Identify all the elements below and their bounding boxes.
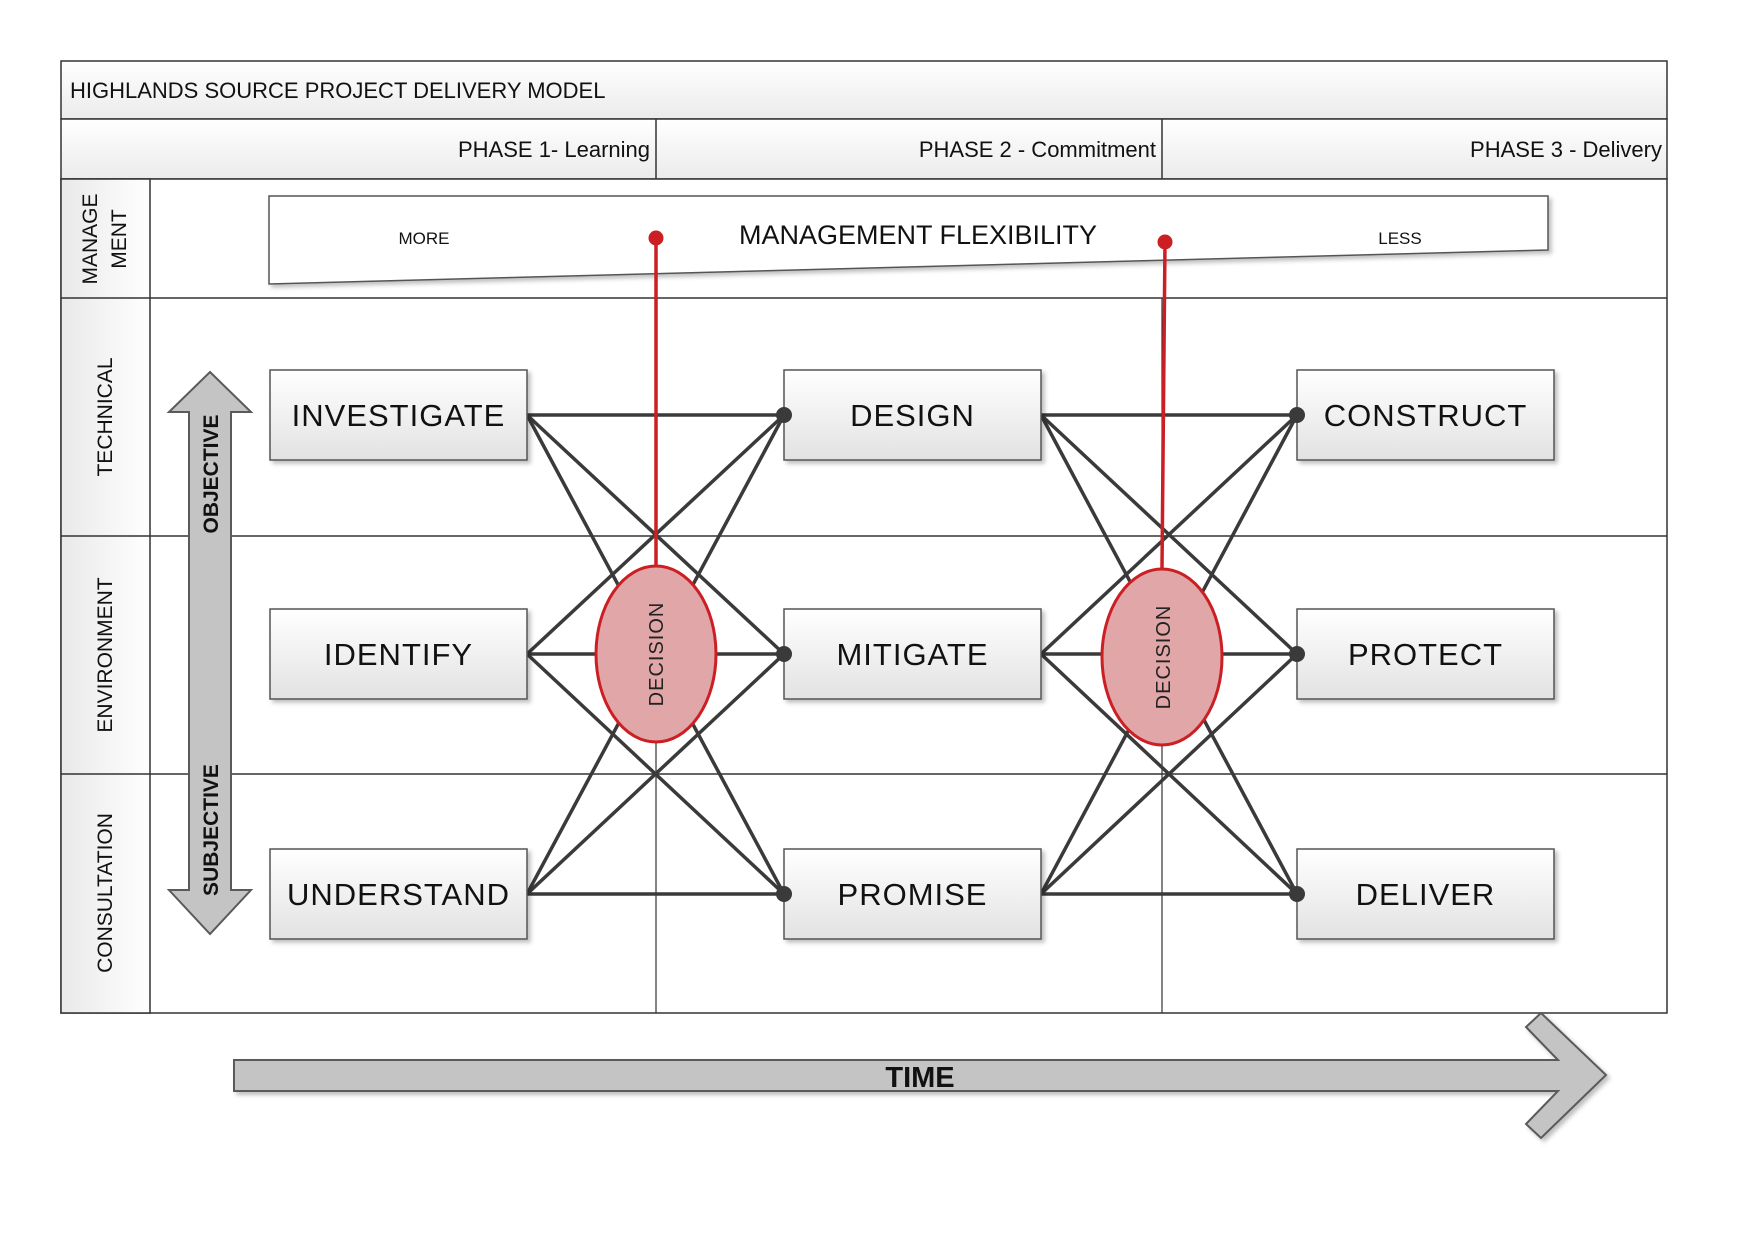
flexibility-less-label: LESS bbox=[1378, 229, 1421, 248]
activity-label: IDENTIFY bbox=[324, 637, 473, 672]
management-flexibility-title: MANAGEMENT FLEXIBILITY bbox=[739, 220, 1097, 250]
connection-dot bbox=[1289, 646, 1305, 662]
phase-2-label: PHASE 2 - Commitment bbox=[919, 137, 1156, 162]
time-arrow bbox=[233, 1011, 1608, 1140]
lane-label-management: MANAGE MENT bbox=[79, 193, 131, 284]
activity-boxes: INVESTIGATE DESIGN CONSTRUCT IDENTIFY MITIGA… bbox=[269, 369, 1555, 940]
decision-stem-2 bbox=[1160, 241, 1167, 569]
activity-box-construct: CONSTRUCT bbox=[1296, 369, 1555, 461]
decision-marker-1 bbox=[648, 230, 664, 246]
connection-dots bbox=[776, 407, 1305, 902]
activity-box-identify: IDENTIFY bbox=[269, 608, 528, 700]
title-band bbox=[60, 60, 1668, 120]
phase-3-label: PHASE 3 - Delivery bbox=[1470, 137, 1662, 162]
phase-band bbox=[60, 118, 1668, 180]
phase-1-label: PHASE 1- Learning bbox=[458, 137, 650, 162]
lane-label-technical: TECHNICAL bbox=[94, 357, 117, 476]
lane-management-line2: MENT bbox=[108, 209, 131, 269]
management-flexibility-wedge bbox=[268, 195, 1549, 285]
lane-label-consultation: CONSULTATION bbox=[94, 813, 117, 973]
objective-subjective-arrow bbox=[166, 370, 254, 936]
connection-dot bbox=[1289, 886, 1305, 902]
flexibility-more-label: MORE bbox=[399, 229, 450, 248]
activity-box-deliver: DELIVER bbox=[1296, 848, 1555, 940]
activity-label: UNDERSTAND bbox=[287, 877, 510, 912]
lane-management-line1: MANAGE bbox=[79, 193, 102, 284]
activity-label: MITIGATE bbox=[836, 637, 988, 672]
activity-label: DELIVER bbox=[1356, 877, 1496, 912]
activity-label: INVESTIGATE bbox=[292, 398, 506, 433]
activity-label: DESIGN bbox=[850, 398, 975, 433]
connection-dot bbox=[1289, 407, 1305, 423]
objective-label: OBJECTIVE bbox=[200, 414, 223, 533]
lane-label-column bbox=[60, 178, 151, 1014]
lane-label-environment: ENVIRONMENT bbox=[94, 577, 117, 732]
activity-label: PROTECT bbox=[1348, 637, 1503, 672]
time-label: TIME bbox=[885, 1062, 954, 1094]
diagram-title: HIGHLANDS SOURCE PROJECT DELIVERY MODEL bbox=[70, 78, 605, 103]
connection-dot bbox=[776, 646, 792, 662]
activity-label: PROMISE bbox=[838, 877, 988, 912]
decision-node-2: DECISION bbox=[1100, 567, 1224, 747]
activity-box-investigate: INVESTIGATE bbox=[269, 369, 528, 461]
connection-dot bbox=[776, 886, 792, 902]
connector-line bbox=[1039, 413, 1299, 656]
connection-dot bbox=[776, 407, 792, 423]
activity-box-promise: PROMISE bbox=[783, 848, 1042, 940]
decision-marker-2 bbox=[1157, 234, 1173, 250]
activity-box-protect: PROTECT bbox=[1296, 608, 1555, 700]
activity-box-design: DESIGN bbox=[783, 369, 1042, 461]
activity-box-mitigate: MITIGATE bbox=[783, 608, 1042, 700]
connector-line bbox=[525, 652, 786, 896]
activity-label: CONSTRUCT bbox=[1324, 398, 1528, 433]
decision-label-2: DECISION bbox=[1153, 605, 1175, 710]
connector-line bbox=[1039, 652, 1299, 896]
decision-node-1: DECISION bbox=[594, 564, 718, 744]
subjective-label: SUBJECTIVE bbox=[200, 764, 223, 896]
activity-box-understand: UNDERSTAND bbox=[269, 848, 528, 940]
decision-label-1: DECISION bbox=[646, 602, 668, 707]
